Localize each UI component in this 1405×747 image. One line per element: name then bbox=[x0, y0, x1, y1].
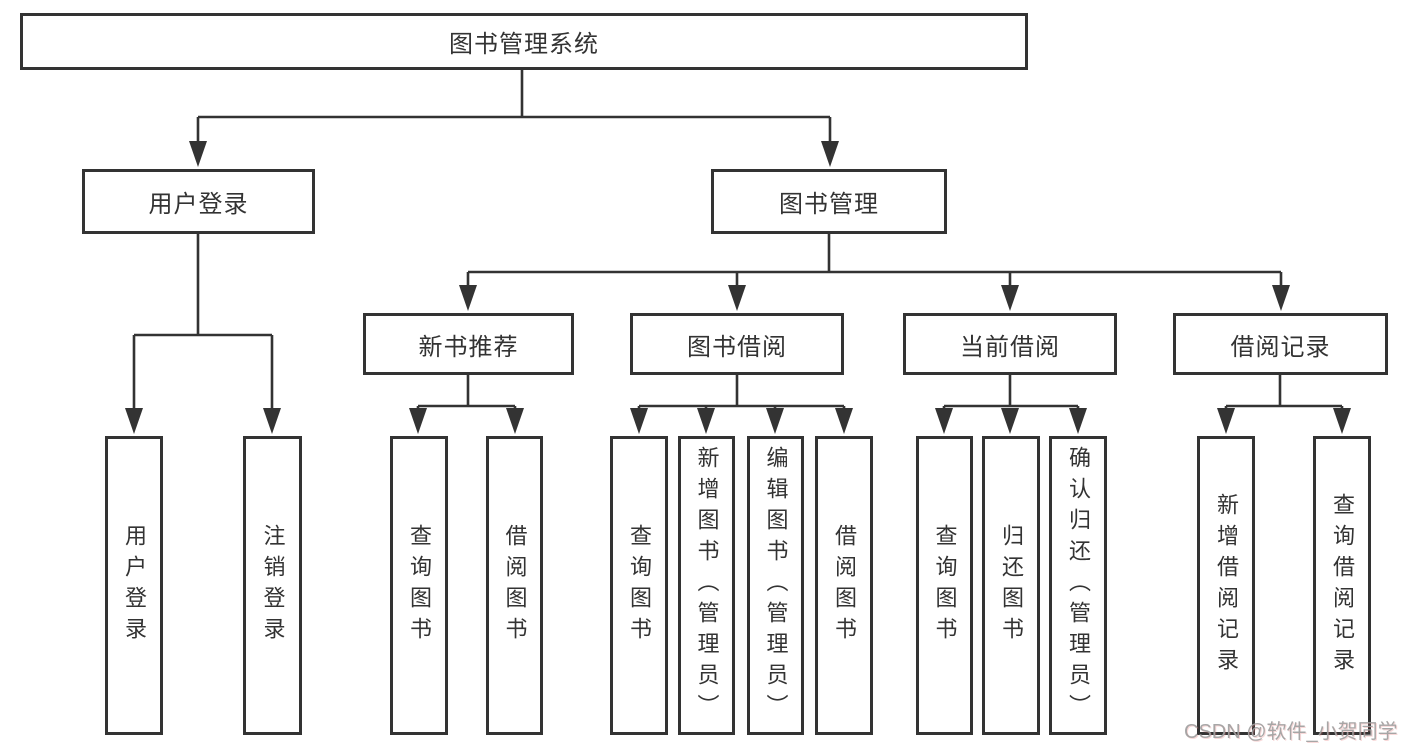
node-system-root: 图书管理系统 bbox=[20, 13, 1028, 70]
node-book-management: 图书管理 bbox=[711, 169, 947, 234]
arrowheads bbox=[125, 141, 1351, 434]
leaf-borrow-edit-book-admin: 编辑图书（管理员） bbox=[747, 436, 804, 735]
leaf-current-query-book: 查询图书 bbox=[916, 436, 973, 735]
leaf-records-add-record: 新增借阅记录 bbox=[1197, 436, 1255, 735]
leaf-newbook-borrow-book: 借阅图书 bbox=[486, 436, 543, 735]
node-borrow-records: 借阅记录 bbox=[1173, 313, 1388, 375]
node-current-borrow: 当前借阅 bbox=[903, 313, 1117, 375]
leaf-borrow-add-book-admin: 新增图书（管理员） bbox=[678, 436, 735, 735]
leaf-borrow-borrow-book: 借阅图书 bbox=[815, 436, 873, 735]
leaf-borrow-query-book: 查询图书 bbox=[610, 436, 668, 735]
leaf-current-return-book: 归还图书 bbox=[982, 436, 1040, 735]
leaf-user-login: 用户登录 bbox=[105, 436, 163, 735]
leaf-newbook-query-book: 查询图书 bbox=[390, 436, 448, 735]
node-new-book-recommend: 新书推荐 bbox=[363, 313, 574, 375]
leaf-logout: 注销登录 bbox=[243, 436, 302, 735]
node-user-login-group: 用户登录 bbox=[82, 169, 315, 234]
leaf-current-confirm-return-admin: 确认归还（管理员） bbox=[1049, 436, 1107, 735]
leaf-records-query-record: 查询借阅记录 bbox=[1313, 436, 1371, 735]
node-book-borrow: 图书借阅 bbox=[630, 313, 844, 375]
